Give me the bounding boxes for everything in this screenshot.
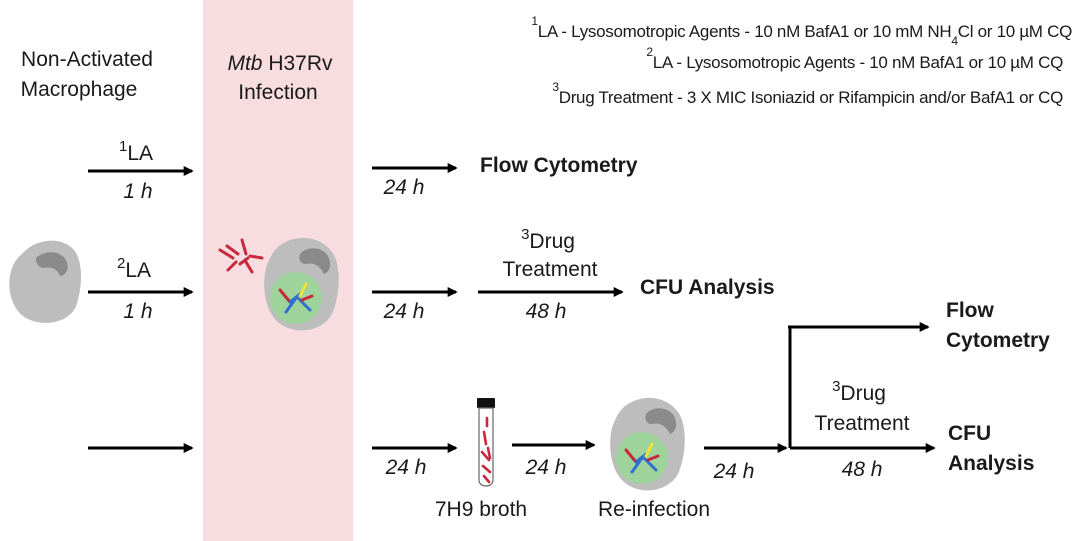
branch-top-label-line2: Cytometry <box>946 329 1050 352</box>
broth-label: 7H9 broth <box>435 498 527 521</box>
branch-bottom-label-line2: Analysis <box>948 452 1034 475</box>
row2-pre-text: LA <box>125 259 151 282</box>
row2-drug-sup: 3 <box>521 226 529 243</box>
start-label-line1: Non-Activated <box>21 48 153 71</box>
legend-1-tail: Cl or 10 µM CQ <box>958 22 1072 41</box>
legend-2-sup: 2 <box>646 45 653 59</box>
reinfected-macrophage-icon <box>610 397 685 491</box>
broth-tube-icon <box>477 398 495 487</box>
macrophage-icon <box>9 240 81 323</box>
infection-label-strain: H37Rv <box>262 52 333 75</box>
row2-pre-sup: 2 <box>117 255 125 272</box>
row3-drug-label-line1: 3Drug <box>832 378 886 405</box>
legend-3-text: Drug Treatment - 3 X MIC Isoniazid or Ri… <box>559 88 1063 107</box>
row2-drug-text: Drug <box>529 230 575 253</box>
row1-post-time: 24 h <box>383 176 425 199</box>
branch-top-label-line1: Flow <box>946 299 994 322</box>
legend-1-sup: 1 <box>531 14 538 28</box>
row2-pre-label: 2LA <box>117 255 151 282</box>
branch-bottom-label-line1: CFU <box>948 422 991 445</box>
infection-label-line2: Infection <box>238 81 317 104</box>
row1-pre-label: 1LA <box>119 138 153 165</box>
row3-reinfection-time: 24 h <box>713 460 755 483</box>
infection-label-mtb: Mtb <box>227 52 262 75</box>
reinfection-label: Re-infection <box>598 498 710 521</box>
row1-pre-time: 1 h <box>123 180 152 203</box>
row3-drug-time: 48 h <box>842 458 883 481</box>
row2-result: CFU Analysis <box>640 276 775 299</box>
bacteria-icon <box>218 238 264 274</box>
row2-drug-time: 48 h <box>526 300 567 323</box>
legend-1-text: LA - Lysosomotropic Agents - 10 nM BafA1… <box>538 22 952 41</box>
row3-drug-label-line2: Treatment <box>815 412 910 435</box>
legend-item-1: 1LA - Lysosomotropic Agents - 10 nM BafA… <box>531 14 1072 48</box>
row3-broth-time: 24 h <box>525 456 567 479</box>
row2-post-time: 24 h <box>383 300 425 323</box>
legend-1-sub: 4 <box>951 34 958 48</box>
legend-3-sup: 3 <box>552 80 559 94</box>
row3-drug-text: Drug <box>840 382 886 405</box>
row1-pre-sup: 1 <box>119 138 127 155</box>
legend-item-2: 2LA - Lysosomotropic Agents - 10 nM BafA… <box>646 45 1063 72</box>
row3-post-time: 24 h <box>385 456 427 479</box>
start-label-line2: Macrophage <box>21 78 138 101</box>
infection-label-line1: Mtb H37Rv <box>227 52 333 75</box>
row2-drug-label-line1: 3Drug <box>521 226 575 253</box>
legend-2-text: LA - Lysosomotropic Agents - 10 nM BafA1… <box>653 53 1063 72</box>
infected-macrophage-icon <box>264 237 339 331</box>
row1-result: Flow Cytometry <box>480 154 638 177</box>
row2-drug-label-line2: Treatment <box>503 258 598 281</box>
row1-pre-text: LA <box>127 142 153 165</box>
row2-pre-time: 1 h <box>123 300 152 323</box>
legend-item-3: 3Drug Treatment - 3 X MIC Isoniazid or R… <box>552 80 1063 107</box>
row3-drug-sup: 3 <box>832 378 840 395</box>
